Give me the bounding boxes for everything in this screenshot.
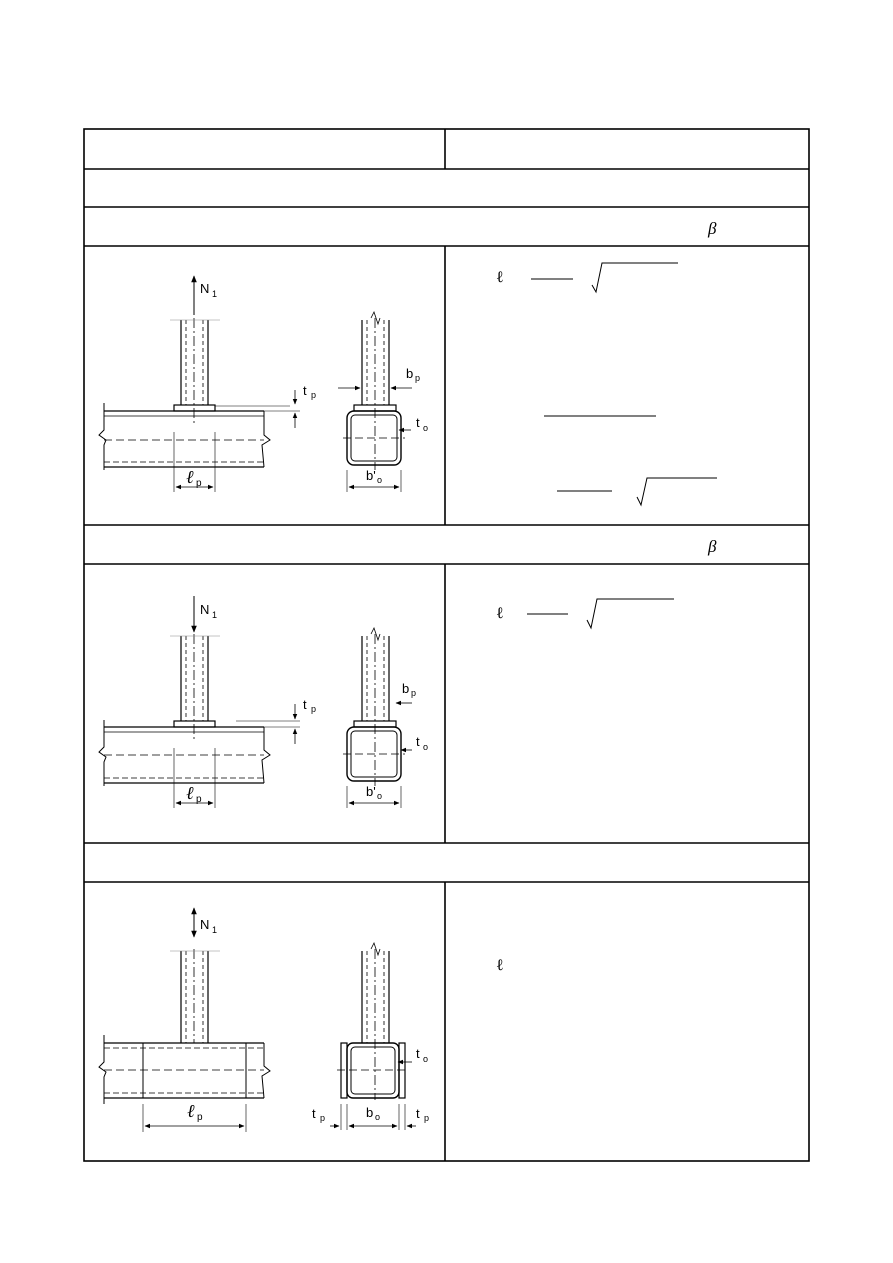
label-tp: t	[303, 383, 307, 398]
label-lp-sub: p	[197, 1112, 203, 1123]
ell-symbol-3: ℓ	[496, 957, 504, 974]
label-to: t	[416, 415, 420, 430]
label-tp-sub: p	[311, 390, 316, 400]
label-to-sub: o	[423, 742, 428, 752]
label-bo-sub: o	[375, 1112, 380, 1122]
label-bp-sub: p	[411, 688, 416, 698]
label-n1-sub: 1	[212, 610, 217, 620]
diagram-3-section	[330, 941, 416, 1130]
formula-block-1	[531, 262, 717, 507]
ell-symbol-1: ℓ	[496, 269, 504, 286]
label-bp: b	[402, 681, 409, 696]
label-n1-sub: 1	[212, 289, 217, 299]
label-lp-sub: p	[196, 794, 202, 805]
beta-symbol-row-1: β	[707, 219, 717, 238]
label-to-sub: o	[423, 423, 428, 433]
ell-symbol-2: ℓ	[496, 605, 504, 622]
label-bp-sub: p	[415, 373, 420, 383]
label-n1: N	[200, 281, 209, 296]
label-bo-prime-sub: o	[377, 791, 382, 801]
label-to: t	[416, 734, 420, 749]
label-tp-sub: p	[424, 1113, 429, 1123]
diagram-2-elevation	[98, 596, 300, 808]
label-n1: N	[200, 917, 209, 932]
label-bo-prime: b'	[366, 784, 376, 799]
label-lp: ℓ	[186, 783, 194, 803]
label-tp-sub: p	[311, 704, 316, 714]
label-bp: b	[406, 366, 413, 381]
label-lp: ℓ	[186, 467, 194, 487]
label-bo-prime: b'	[366, 468, 376, 483]
label-to: t	[416, 1046, 420, 1061]
table-frame	[83, 128, 810, 1162]
diagram-3-elevation	[98, 907, 271, 1132]
label-n1-sub: 1	[212, 925, 217, 935]
beta-symbol-row-2: β	[707, 537, 717, 556]
label-tp-sub: p	[320, 1113, 325, 1123]
diagram-1-section	[338, 310, 412, 492]
label-tp: t	[312, 1106, 316, 1121]
label-tp: t	[303, 697, 307, 712]
label-n1: N	[200, 602, 209, 617]
label-bo: b	[366, 1105, 373, 1120]
diagram-1-elevation	[98, 275, 300, 492]
diagram-1-labels: N 1 t p b p t o b' o ℓ p	[186, 281, 428, 489]
diagram-2-section	[343, 626, 412, 808]
label-lp: ℓ	[187, 1101, 195, 1121]
formula-block-2	[527, 598, 674, 630]
label-tp: t	[416, 1106, 420, 1121]
diagram-3-labels: N 1 t o t p b o t p ℓ p	[187, 917, 429, 1123]
label-to-sub: o	[423, 1054, 428, 1064]
diagram-2-labels: N 1 t p b p t o b' o ℓ p	[186, 602, 428, 805]
label-bo-prime-sub: o	[377, 475, 382, 485]
label-lp-sub: p	[196, 478, 202, 489]
